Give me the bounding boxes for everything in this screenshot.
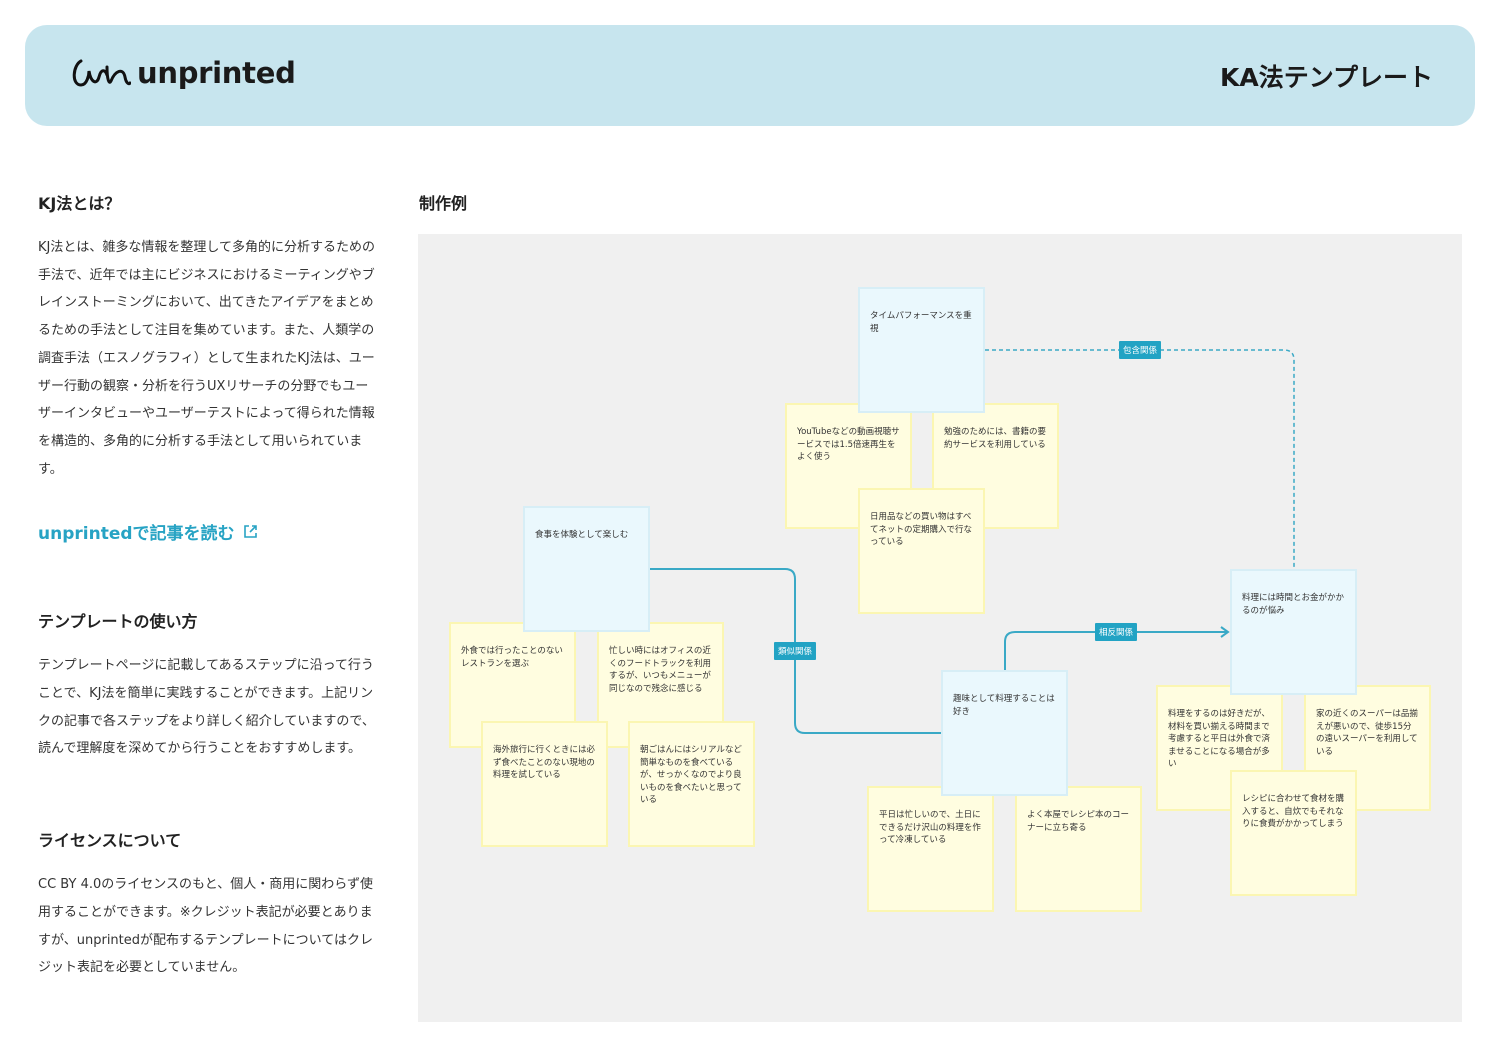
usage-text: テンプレートページに記載してあるステップに沿って行うことで、KJ法を簡単に実践す… <box>38 658 375 757</box>
sticky-note[interactable]: 勉強のためには、書籍の要約サービスを利用している <box>932 403 1059 529</box>
sticky-note[interactable]: 日用品などの買い物はすべてネットの定期購入で行なっている <box>858 488 985 614</box>
sticky-note[interactable]: よく本屋でレシピ本のコーナーに立ち寄る <box>1015 786 1142 912</box>
sidebar: KJ法とは？ KJ法とは、雑多な情報を整理して多角的に分析するための手法で、近年… <box>38 190 378 982</box>
relation-tag-opposite: 相反関係 <box>1094 623 1138 641</box>
opposite-line <box>1004 631 1228 670</box>
external-link-icon <box>243 525 257 539</box>
license-heading: ライセンスについて <box>38 831 182 851</box>
group-label-note[interactable]: 料理には時間とお金がかかるのが悩み <box>1230 569 1357 695</box>
group-label-note[interactable]: 食事を体験として楽しむ <box>523 506 650 632</box>
logo-text: unprinted <box>137 56 296 90</box>
group-label-note[interactable]: タイムパフォーマンスを重視 <box>858 287 985 413</box>
relation-tag-inclusion: 包含関係 <box>1118 341 1162 359</box>
sticky-note[interactable]: 朝ごはんにはシリアルなど簡単なものを食べているが、せっかくなのでより良いものを食… <box>628 721 755 847</box>
kj-board: YouTubeなどの動画視聴サービスでは1.5倍速再生をよく使う 勉強のためには… <box>418 234 1462 1022</box>
logo[interactable]: unprinted <box>69 55 296 91</box>
license-text: CC BY 4.0のライセンスのもと、個人・商用に関わらず使用することができます… <box>38 877 373 976</box>
relation-tag-similar: 類似関係 <box>773 642 817 660</box>
inclusion-line <box>985 349 1295 569</box>
sticky-note[interactable]: 平日は忙しいので、土日にできるだけ沢山の料理を作って冷凍している <box>867 786 994 912</box>
usage-heading: テンプレートの使い方 <box>38 612 198 632</box>
sticky-note[interactable]: 海外旅行に行くときには必ず食べたことのない現地の料理を試している <box>481 721 608 847</box>
group-label-note[interactable]: 趣味として料理することは好き <box>941 670 1068 796</box>
example-heading: 制作例 <box>419 194 468 213</box>
article-link-label: unprintedで記事を読む <box>38 524 235 545</box>
arrow-head-icon <box>1220 626 1230 638</box>
header: unprinted KA法テンプレート <box>25 25 1475 126</box>
article-link[interactable]: unprintedで記事を読む <box>38 519 258 544</box>
about-text: KJ法とは、雑多な情報を整理して多角的に分析するための手法で、近年では主にビジネ… <box>38 240 375 477</box>
about-heading: KJ法とは？ <box>38 194 121 213</box>
sticky-note[interactable]: レシピに合わせて食材を購入すると、自炊でもそれなりに食費がかかってしまう <box>1230 770 1357 896</box>
page-title: KA法テンプレート <box>1220 63 1433 92</box>
logo-mark-icon <box>72 59 131 87</box>
